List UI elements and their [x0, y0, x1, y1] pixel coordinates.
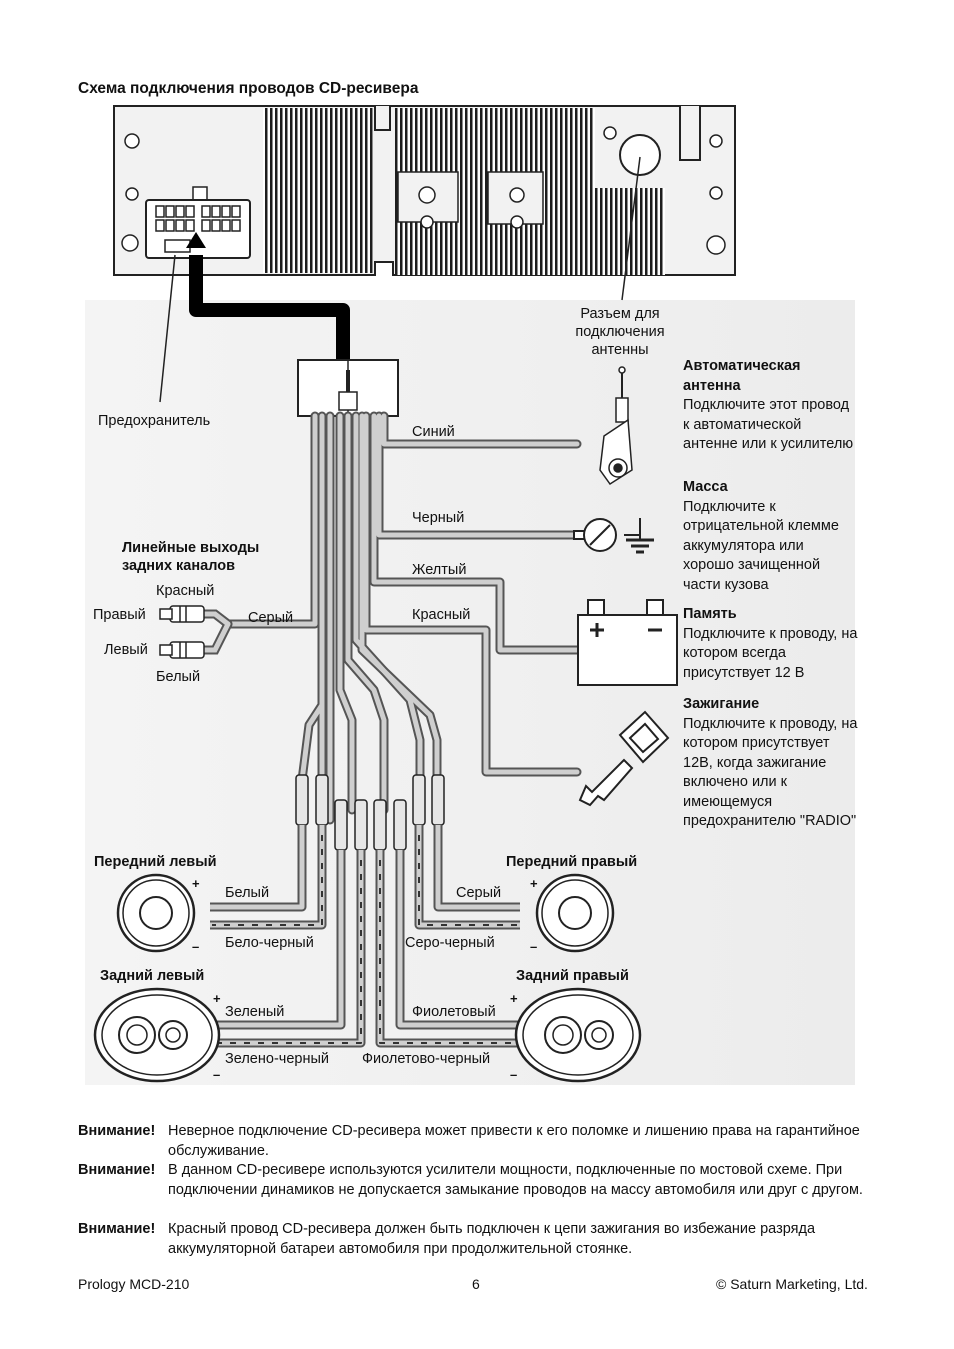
line-out-title: Линейные выходы задних каналов — [122, 539, 259, 575]
warning-3: Внимание! Красный провод CD-ресивера дол… — [78, 1220, 878, 1259]
speaker-front-right — [535, 873, 615, 953]
antenna-socket-label-line2: подключения — [575, 324, 665, 340]
ignition-text: Подключите к проводу, на котором присутс… — [683, 715, 858, 830]
harness-connector — [297, 359, 399, 417]
rca-red-label: Красный — [156, 583, 215, 599]
wire-black-label: Черный — [412, 510, 465, 526]
rca-right-label: Правый — [93, 607, 146, 623]
footer-page-number: 6 — [472, 1276, 480, 1292]
auto-antenna-text: Подключите этот провод к автоматической … — [683, 397, 854, 452]
svg-text:–: – — [192, 939, 199, 954]
front-left-title: Передний левый — [94, 854, 217, 870]
ground-title: Масса — [683, 479, 728, 495]
ignition-description: Зажигание Подключите к проводу, на котор… — [683, 695, 861, 832]
svg-text:+: + — [213, 991, 221, 1006]
svg-text:+: + — [192, 876, 200, 891]
rear-right-title: Задний правый — [516, 968, 629, 984]
fuse-label: Предохранитель — [98, 413, 211, 429]
antenna-socket-label-line1: Разъем для — [580, 306, 660, 322]
antenna-socket-label: Разъем для подключения антенны — [568, 305, 672, 359]
warning-3-label: Внимание! — [78, 1221, 156, 1237]
memory-title: Память — [683, 606, 737, 622]
speaker-front-left — [116, 873, 196, 953]
rca-white-label: Белый — [156, 669, 201, 685]
warning-1: Внимание! Неверное подключение CD-ресиве… — [78, 1122, 878, 1161]
rca-plugs — [159, 605, 205, 659]
front-right-plus-wire: Серый — [456, 885, 502, 901]
ground-description: Масса Подключите к отрицательной клемме … — [683, 478, 855, 595]
rear-left-plus-wire: Зеленый — [225, 1004, 285, 1020]
polarity-signs: + – + – + – + – — [192, 876, 538, 1082]
speaker-rear-right — [514, 987, 642, 1083]
rca-left-label: Левый — [104, 642, 148, 658]
head-unit-rear-panel — [113, 105, 736, 276]
line-out-title-line2: задних каналов — [122, 558, 235, 574]
svg-text:+: + — [530, 876, 538, 891]
speaker-rear-left — [93, 987, 221, 1083]
svg-text:–: – — [510, 1067, 517, 1082]
wire-red-label: Красный — [412, 607, 471, 623]
antenna-socket-label-line3: антенны — [591, 342, 649, 358]
antenna-socket-pointer — [621, 156, 641, 301]
ignition-title: Зажигание — [683, 696, 760, 712]
front-left-minus-wire: Бело-черный — [225, 935, 314, 951]
warning-2-label: Внимание! — [78, 1162, 156, 1178]
rear-right-plus-wire: Фиолетовый — [412, 1004, 496, 1020]
page-title: Схема подключения проводов CD-ресивера — [78, 80, 419, 97]
rca-gray-cable-label: Серый — [248, 610, 294, 626]
fuse-pointer — [159, 254, 176, 403]
ground-text: Подключите к отрицательной клемме аккуму… — [683, 498, 839, 593]
footer-model: Prology MCD-210 — [78, 1276, 190, 1292]
svg-text:–: – — [213, 1067, 220, 1082]
wire-cores — [225, 413, 580, 823]
warning-2: Внимание! В данном CD-ресивере использую… — [78, 1161, 878, 1200]
wire-yellow-label: Желтый — [412, 562, 467, 578]
warning-2-text: В данном CD-ресивере используются усилит… — [168, 1162, 863, 1198]
warning-1-text: Неверное подключение CD-ресивера может п… — [168, 1123, 860, 1159]
svg-text:–: – — [530, 939, 537, 954]
front-left-plus-wire: Белый — [225, 885, 270, 901]
warning-3-text: Красный провод CD-ресивера должен быть п… — [168, 1221, 816, 1257]
auto-antenna-description: Автоматическая антенна Подключите этот п… — [683, 357, 855, 455]
battery — [577, 599, 678, 686]
memory-text: Подключите к проводу, на котором всегда … — [683, 625, 858, 681]
svg-text:+: + — [510, 991, 518, 1006]
ground-terminal — [573, 518, 654, 554]
diagram-background — [85, 300, 855, 1085]
footer-copyright: © Saturn Marketing, Ltd. — [716, 1276, 868, 1292]
warning-1-label: Внимание! — [78, 1123, 156, 1139]
wiring-diagram: + – + – + – + – — [85, 105, 855, 1085]
ignition-key — [578, 710, 670, 807]
wire-blue-label: Синий — [412, 424, 455, 440]
auto-antenna-title: Автоматическая антенна — [683, 358, 801, 394]
front-right-title: Передний правый — [506, 854, 638, 870]
line-out-title-line1: Линейные выходы — [122, 540, 260, 556]
rear-left-minus-wire: Зелено-черный — [225, 1051, 329, 1067]
memory-description: Память Подключите к проводу, на котором … — [683, 605, 861, 683]
rear-left-title: Задний левый — [100, 968, 205, 984]
auto-antenna — [599, 366, 633, 486]
front-right-minus-wire: Серо-черный — [405, 935, 495, 951]
rear-right-minus-wire: Фиолетово-черный — [362, 1051, 491, 1067]
